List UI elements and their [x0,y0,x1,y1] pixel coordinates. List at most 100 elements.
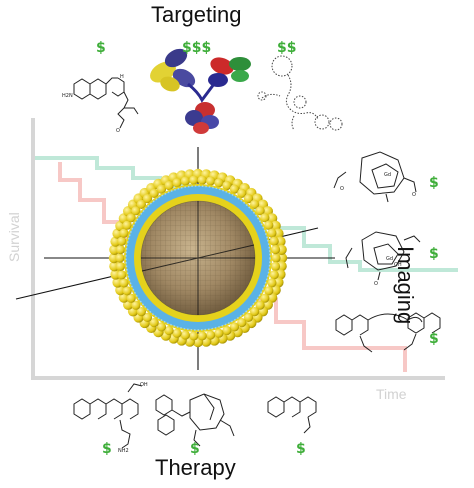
lipid-head-sphere [126,293,136,303]
lipid-head-sphere [206,176,216,186]
therapy-title: Therapy [155,455,236,480]
lipid-head-sphere [142,312,153,322]
lipid-head-sphere [270,245,281,255]
lipid-head-sphere [180,330,190,340]
svg-text:O: O [116,128,120,134]
aptamer-structure [257,55,343,131]
lipid-head-sphere [126,213,136,223]
lipid-head-sphere [164,180,174,191]
lipid-head-sphere [243,194,254,204]
svg-text:Gd: Gd [386,256,393,262]
lipid-head-sphere [119,278,129,288]
imaging-title: Imaging [393,246,418,325]
therapy-drug-1-structure [73,383,143,449]
lipid-head-sphere [189,331,199,341]
lipid-head-sphere [197,175,207,185]
lipid-head-sphere [260,293,270,303]
folate-structure [73,77,139,129]
lipid-head-sphere [264,286,274,296]
lipid-head-sphere [172,178,182,188]
lipid-head-sphere [206,330,216,340]
lipid-head-sphere [115,253,125,263]
lipid-head-sphere [255,206,265,216]
cost-imaging-chelate-1: $ [429,175,439,191]
cost-imaging-chelate-2: $ [429,246,439,262]
therapy-drug-3-structure [267,396,317,434]
lipid-head-sphere [115,245,126,255]
lipid-head-sphere [250,199,260,209]
cost-therapy-drug-3: $ [296,441,306,457]
lipid-head-sphere [269,236,279,246]
cost-therapy-drug-2: $ [190,441,200,457]
svg-text:OH: OH [140,382,148,388]
x-axis-label: Time [376,386,407,402]
lipid-head-sphere [149,188,159,198]
lipid-head-sphere [255,300,265,310]
lipid-head-sphere [136,307,146,317]
svg-text:H2N: H2N [62,93,73,99]
y-axis-label: Survival [6,212,22,262]
therapy-drug-1-atoms: NH2 OH [118,382,148,454]
lipid-head-sphere [131,300,141,310]
svg-text:O: O [340,186,344,192]
therapy-drug-2-structure [155,393,235,447]
lipid-head-sphere [164,325,174,336]
lipid-head-sphere [237,188,247,198]
survival-axes [31,118,445,380]
lipid-head-sphere [156,322,167,332]
imaging-chelate-1-structure [333,151,417,203]
lipid-head-sphere [229,322,240,332]
cost-therapy-drug-1: $ [102,441,112,457]
cost-imaging-dye: $ [429,331,439,347]
lipid-head-sphere [267,278,277,288]
svg-text:Gd: Gd [384,172,391,178]
imaging-chelate-1-atoms: O O Gd [340,172,416,198]
svg-text:O: O [412,192,416,198]
svg-text:O: O [374,281,378,287]
lipid-head-sphere [136,199,146,209]
targeting-title: Targeting [151,2,242,27]
lipid-head-sphere [115,261,126,271]
imaging-chelate-2-structure [345,231,421,281]
svg-text:H: H [120,74,124,80]
antibody-structure [150,48,251,134]
folate-labels: H2N H O [62,74,124,134]
lipid-head-sphere [269,270,279,280]
lipid-head-sphere [149,318,159,328]
cost-targeting-antibody: $$$ [182,40,212,56]
lipid-head-sphere [117,236,127,246]
lipid-head-sphere [122,286,132,296]
lipid-head-sphere [156,184,167,194]
cost-targeting-aptamer: $$ [277,40,297,56]
lipid-head-sphere [270,261,281,271]
lipid-head-sphere [237,318,247,328]
cost-targeting-small-molecule: $ [96,40,106,56]
lipid-head-sphere [214,178,224,188]
lipid-head-sphere [229,184,240,194]
svg-text:NH2: NH2 [118,448,129,454]
lipid-head-sphere [250,307,260,317]
lipid-head-sphere [197,331,207,341]
lipid-head-sphere [260,213,270,223]
lipid-head-sphere [180,176,190,186]
lipid-head-sphere [172,328,182,338]
lipid-head-sphere [243,312,254,322]
lipid-head-sphere [264,220,274,230]
lipid-head-sphere [122,220,132,230]
svg-text:OH: OH [394,262,402,268]
lipid-head-sphere [131,206,141,216]
lipid-head-sphere [142,194,153,204]
lipid-head-sphere [214,328,224,338]
lipid-head-sphere [117,270,127,280]
imaging-dye-structure [335,312,441,353]
particle-axis-overlay [141,201,255,315]
lipid-head-sphere [119,228,129,238]
lipid-head-sphere [222,325,232,336]
lipid-head-sphere [267,228,277,238]
lipid-head-sphere [189,175,199,185]
lipid-head-sphere [271,253,281,263]
lipid-head-sphere [222,180,232,191]
